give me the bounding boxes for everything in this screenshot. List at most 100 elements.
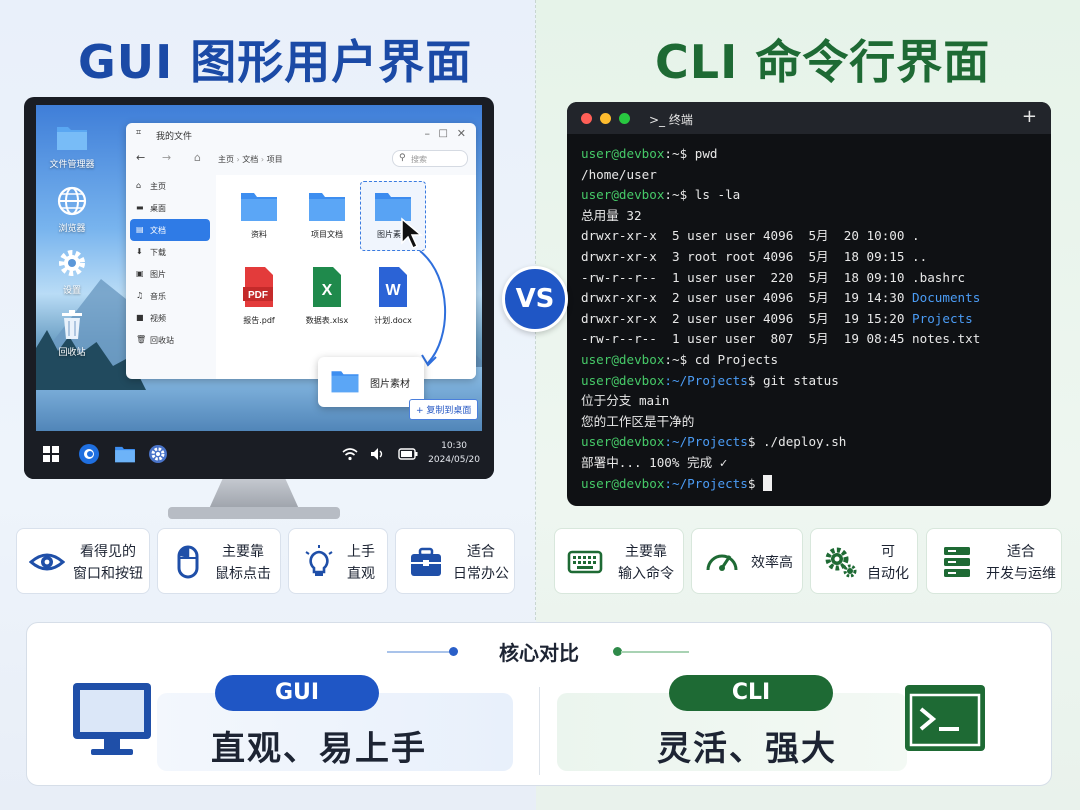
terminal-text: /home/user: [581, 166, 657, 182]
desktop-icon-file-manager[interactable]: 文件管理器: [42, 121, 102, 170]
terminal-output[interactable]: user@devbox :~$ pwd/home/user user@devbox:…: [581, 144, 980, 494]
desktop-icon-trash[interactable]: 回收站: [42, 309, 102, 358]
close-button[interactable]: ✕: [456, 127, 466, 140]
file-manager-window: ⌗ 我的文件 – □ ✕ ← → ⌂ 主页 › 文档 › 项目 ⚲: [126, 123, 476, 379]
home-icon[interactable]: ⌂: [194, 151, 201, 164]
monitor-stand: [209, 479, 299, 509]
search-placeholder: 搜索: [411, 155, 427, 164]
battery-icon[interactable]: [398, 448, 418, 460]
file-item-pdf[interactable]: PDF 报告.pdf: [228, 265, 290, 326]
drag-preview-card: 图片素材: [318, 357, 424, 407]
terminal-directory: Projects: [912, 310, 973, 326]
file-item-docx[interactable]: W 计划.docx: [362, 265, 424, 326]
feature-text: 效率高: [751, 555, 793, 571]
sidebar-item-home[interactable]: ⌂主页: [126, 175, 214, 197]
desktop-icon-settings[interactable]: 设置: [42, 247, 102, 296]
mouse-icon: [177, 545, 199, 579]
excel-file-icon: X: [313, 267, 341, 307]
cli-summary-text: 灵活、强大: [657, 729, 837, 769]
new-tab-button[interactable]: +: [1021, 106, 1037, 127]
title-rule: [621, 651, 689, 653]
feature-text: 主要靠鼠标点击: [215, 544, 271, 582]
sidebar-item-label: 桌面: [150, 204, 166, 213]
search-input[interactable]: ⚲ 搜索: [392, 150, 468, 167]
keyboard-icon: [567, 550, 603, 574]
desktop-screen: 文件管理器 浏览器 设置 回收站 ⌗ 我的文件 – □ ✕ ← →: [36, 105, 482, 431]
maximize-button[interactable]: □: [438, 128, 448, 139]
terminal-line: drwxr-xr-x 5 user user 4096 5月 20 10:00 …: [581, 226, 980, 247]
breadcrumb-item[interactable]: 项目: [266, 155, 283, 164]
feature-card-cli: 主要靠输入命令: [554, 528, 684, 594]
trash-icon: 🗑: [136, 335, 147, 344]
home-icon: ⌂: [136, 181, 142, 190]
sidebar-item-trash[interactable]: 🗑回收站: [126, 329, 214, 351]
file-name: 数据表.xlsx: [305, 316, 349, 325]
feature-card-gui: 主要靠鼠标点击: [157, 528, 281, 594]
file-item-xlsx[interactable]: X 数据表.xlsx: [296, 265, 358, 326]
terminal-line: user@devbox:~$ ls -la: [581, 185, 980, 206]
wifi-icon[interactable]: [342, 447, 358, 461]
file-pane: 资料 项目文档 图片素材 PDF 报告.pdf X 数据表.xlsx: [216, 175, 476, 379]
folder-icon[interactable]: [114, 444, 136, 464]
terminal-text: drwxr-xr-x 2 user user 4096 5月 19 15:20: [581, 310, 913, 326]
folder-item[interactable]: 项目文档: [296, 189, 358, 240]
feature-card-gui: 看得见的窗口和按钮: [16, 528, 150, 594]
terminal-prompt: user@devbox: [581, 351, 665, 367]
terminal-text: :~$ cd Projects: [664, 351, 779, 367]
svg-text:X: X: [322, 282, 333, 299]
settings-app-icon[interactable]: [148, 444, 168, 464]
minimize-button[interactable]: –: [424, 127, 431, 140]
sidebar-item-downloads[interactable]: ⬇下载: [126, 241, 214, 263]
sidebar-item-documents[interactable]: ▤文档: [130, 219, 210, 241]
window-titlebar: ⌗ 我的文件 – □ ✕: [126, 123, 476, 145]
drag-arrow-icon: [419, 250, 446, 367]
terminal-directory: :~/Projects: [664, 475, 748, 491]
sidebar-item-videos[interactable]: ■视频: [126, 307, 214, 329]
terminal-prompt: user@devbox: [581, 187, 665, 203]
sidebar-item-pictures[interactable]: ▣图片: [126, 263, 214, 285]
terminal-text: drwxr-xr-x 3 root root 4096 5月 18 09:15 …: [581, 248, 928, 264]
minimize-button[interactable]: [600, 113, 611, 124]
breadcrumb-item[interactable]: 主页: [218, 155, 234, 164]
desktop-icon-browser[interactable]: 浏览器: [42, 185, 102, 234]
browser-app-icon[interactable]: [78, 443, 100, 465]
taskbar-clock[interactable]: 10:30 2024/05/20: [428, 439, 480, 467]
forward-arrow-icon[interactable]: →: [162, 151, 172, 164]
terminal-title: >_ 终端: [649, 113, 693, 127]
terminal-line: 您的工作区是干净的: [581, 412, 980, 433]
sidebar-item-music[interactable]: ♫音乐: [126, 285, 214, 307]
close-button[interactable]: [581, 113, 592, 124]
sidebar-item-desktop[interactable]: ▬ 桌面: [126, 197, 214, 219]
volume-icon[interactable]: [370, 447, 386, 461]
terminal-line: drwxr-xr-x 2 user user 4096 5月 19 14:30 …: [581, 288, 980, 309]
terminal-text: 部署中... 100% 完成 ✓: [581, 454, 728, 470]
terminal-text: 位于分支 main: [581, 393, 670, 409]
comparison-separator: [539, 687, 540, 775]
terminal-line: drwxr-xr-x 2 user user 4096 5月 19 15:20 …: [581, 309, 980, 330]
terminal-line: 总用量 32: [581, 206, 980, 227]
folder-icon: [331, 371, 359, 393]
terminal-line: 位于分支 main: [581, 391, 980, 412]
breadcrumb-item[interactable]: 文档: [242, 155, 259, 164]
terminal-line: user@devbox:~/Projects$ ./deploy.sh: [581, 432, 980, 453]
feature-text: 可自动化: [867, 544, 909, 582]
maximize-button[interactable]: [619, 113, 630, 124]
back-arrow-icon[interactable]: ←: [136, 151, 146, 164]
folder-item-selected[interactable]: 图片素材: [362, 189, 424, 240]
feature-card-gui: 上手直观: [288, 528, 388, 594]
desktop-icon: ▬: [136, 203, 144, 212]
gui-summary-text: 直观、易上手: [211, 729, 427, 769]
terminal-text: $: [747, 475, 763, 491]
folder-item[interactable]: 资料: [228, 189, 290, 240]
start-menu-icon[interactable]: [42, 445, 60, 463]
terminal-prompt: user@devbox: [581, 372, 665, 388]
terminal-text: -rw-r--r-- 1 user user 807 5月 19 08:45 n…: [581, 331, 981, 347]
terminal-text: :~$ pwd: [664, 146, 718, 161]
music-icon: ♫: [136, 291, 144, 300]
gears-icon: [825, 547, 857, 578]
sidebar-item-label: 图片: [150, 270, 166, 279]
pdf-file-icon: PDF: [243, 267, 273, 307]
selection-box: [360, 181, 426, 251]
terminal-line: -rw-r--r-- 1 user user 220 5月 18 09:10 .…: [581, 268, 980, 289]
breadcrumb: 主页 › 文档 › 项目: [218, 155, 283, 164]
